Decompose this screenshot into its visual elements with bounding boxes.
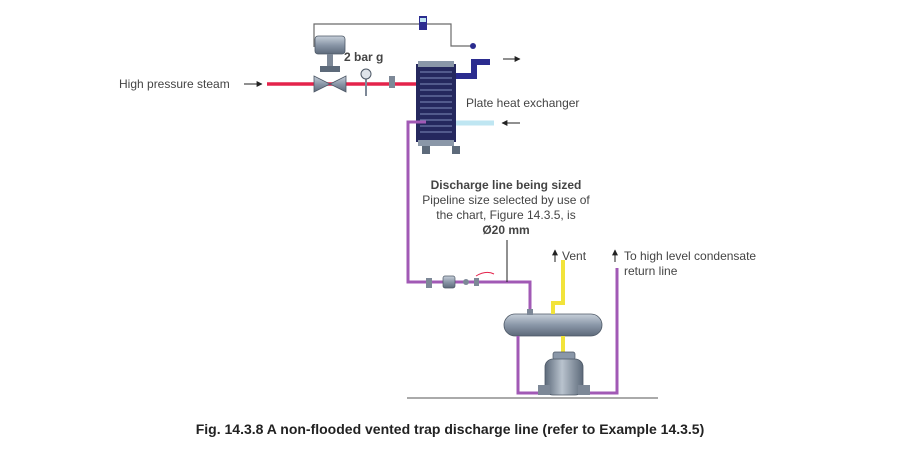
discharge-title: Discharge line being sized (430, 178, 582, 192)
controller-icon (419, 16, 427, 30)
plate-heat-exchanger-icon (416, 61, 460, 154)
receiver-to-pump-line (516, 336, 546, 395)
return-label-line1: To high level condensate (624, 249, 757, 263)
vent-label: Vent (562, 249, 587, 263)
discharge-line (406, 120, 532, 312)
steam-fitting-icon (389, 76, 395, 88)
pump-trap-icon (538, 351, 590, 396)
temperature-sensor-icon (470, 43, 476, 49)
control-valve-icon (313, 35, 347, 93)
return-label-line2: return line (624, 264, 678, 278)
heat-exchanger-label: Plate heat exchanger (466, 96, 580, 110)
secondary-outlet-pipe (456, 59, 490, 79)
condensate-return-line (583, 268, 619, 395)
discharge-size: Ø20 mm (482, 223, 530, 237)
figure-caption: Fig. 14.3.8 A non-flooded vented trap di… (195, 421, 705, 437)
discharge-line2: the chart, Figure 14.3.5, is (436, 208, 576, 222)
steam-inlet-label: High pressure steam (119, 77, 230, 91)
discharge-annotation: Discharge line being sized Pipeline size… (396, 178, 616, 238)
control-signal-line (313, 23, 473, 47)
pressure-gauge-icon (360, 68, 372, 96)
vent-line (551, 260, 565, 314)
steam-trap-icon (426, 271, 495, 289)
discharge-line1: Pipeline size selected by use of (422, 193, 590, 207)
pressure-label: 2 bar g (344, 50, 384, 64)
